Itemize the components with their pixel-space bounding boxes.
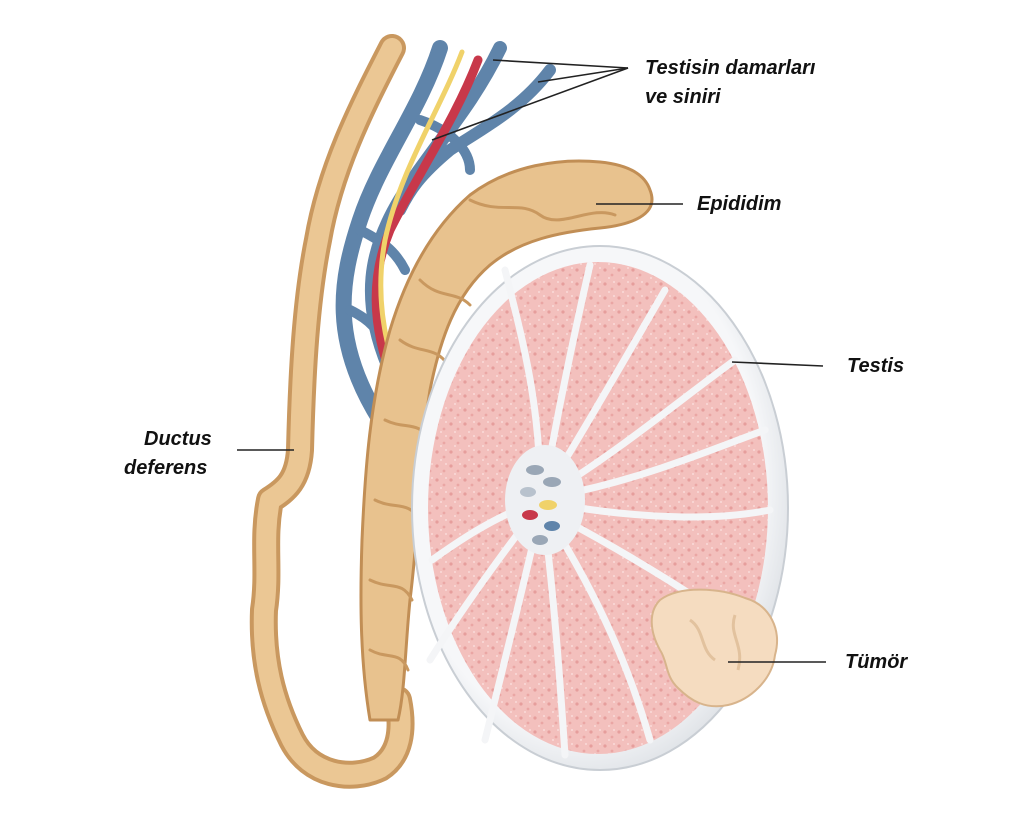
label-epididymis: Epididim xyxy=(697,193,782,215)
leader-testis xyxy=(731,361,824,367)
label-ductus-line1: Ductus xyxy=(144,428,212,450)
leader-vessels-3 xyxy=(431,67,629,141)
tumor xyxy=(650,588,778,708)
label-testis: Testis xyxy=(847,355,905,377)
mediastinum-testis xyxy=(505,445,585,555)
leader-vessels-1 xyxy=(492,59,629,69)
label-vessels-line2: ve siniri xyxy=(645,86,721,108)
ductus-deferens xyxy=(249,34,415,789)
leader-lines xyxy=(237,59,826,663)
label-vessels-line1: Testisin damarları xyxy=(645,57,816,79)
label-ductus-line2: deferens xyxy=(124,457,208,479)
label-tumor: Tümör xyxy=(845,651,908,673)
leader-vessels-2 xyxy=(537,67,629,83)
testis xyxy=(411,245,789,771)
